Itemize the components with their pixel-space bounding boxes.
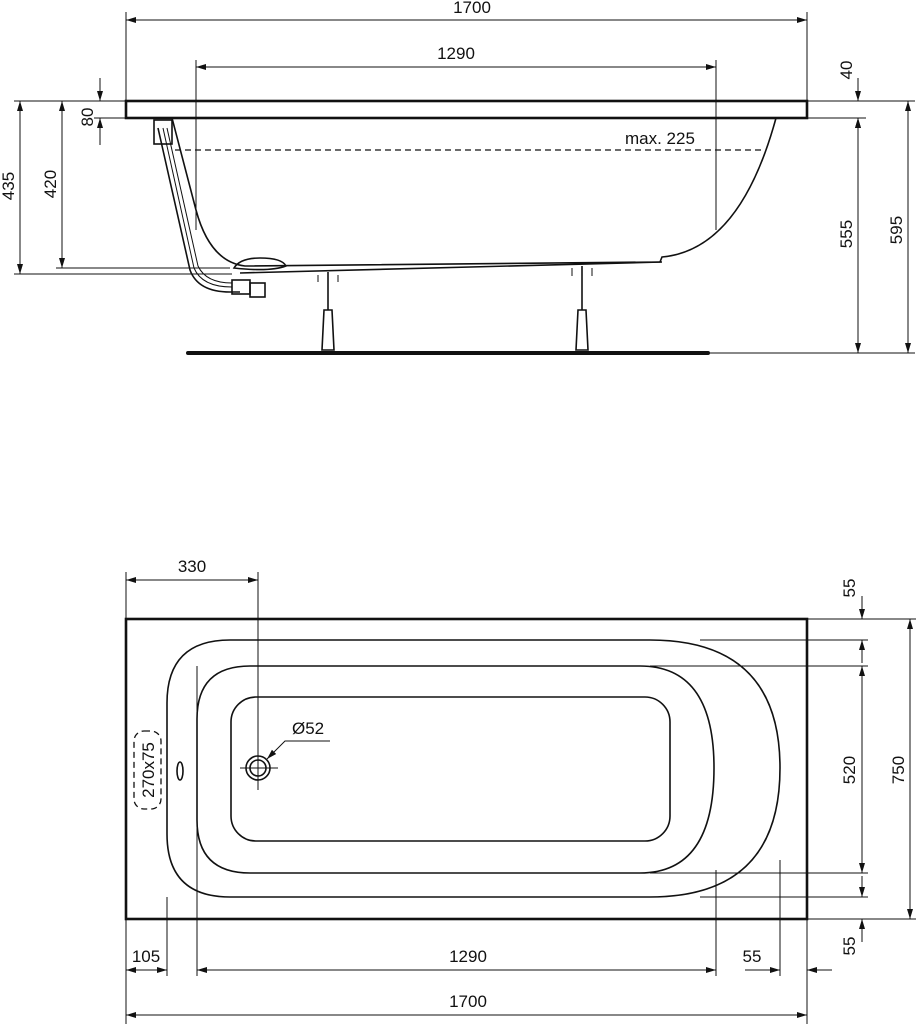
dim-label-rim-thickness: 40 (837, 61, 856, 80)
dim-label-plan-inner-length: 1290 (449, 947, 487, 966)
side-view: 1700 1290 435 420 80 40 555 595 max. 225 (0, 0, 915, 355)
tub-body (171, 117, 777, 267)
tub-rim (124, 99, 809, 120)
dim-label-inner-length: 1290 (437, 44, 475, 63)
dim-label-total-height: 435 (0, 172, 18, 200)
dim-label-drain-offset: 330 (178, 557, 206, 576)
dim-label-rim-right: 55 (743, 947, 762, 966)
tub-middle-edge (196, 665, 715, 874)
dim-label-installed-height: 595 (887, 216, 906, 244)
dim-label-rim-left: 105 (132, 947, 160, 966)
plan-view: Ø52 270x75 330 105 1290 55 1700 55 520 5… (124, 557, 916, 1024)
dim-label-inner-depth: 420 (41, 170, 60, 198)
dim-label-rim-bottom: 55 (840, 937, 859, 956)
waste-overflow-pipe (157, 127, 240, 293)
dim-label-plan-overall-length: 1700 (449, 992, 487, 1011)
dim-label-overflow-height: 80 (78, 108, 97, 127)
drain-plug (232, 257, 288, 271)
tub-leg (317, 272, 339, 351)
tub-leg (571, 266, 593, 351)
dim-label-rim-top: 55 (840, 579, 859, 598)
tub-outer-edge (166, 639, 781, 898)
overflow-size-label: 270x75 (139, 742, 158, 798)
overflow-cutout (133, 730, 162, 810)
dim-label-inner-width: 520 (840, 756, 859, 784)
drain-icon (240, 755, 278, 781)
drain-diameter-label: Ø52 (292, 719, 324, 738)
overflow-icon (176, 761, 184, 781)
dim-label-leg-height: 555 (837, 220, 856, 248)
max-water-label: max. 225 (625, 129, 695, 148)
tub-floor (230, 696, 671, 842)
tub-outline (124, 617, 809, 921)
dim-label-overall-width: 750 (889, 756, 908, 784)
dim-label-overall-length: 1700 (453, 0, 491, 17)
